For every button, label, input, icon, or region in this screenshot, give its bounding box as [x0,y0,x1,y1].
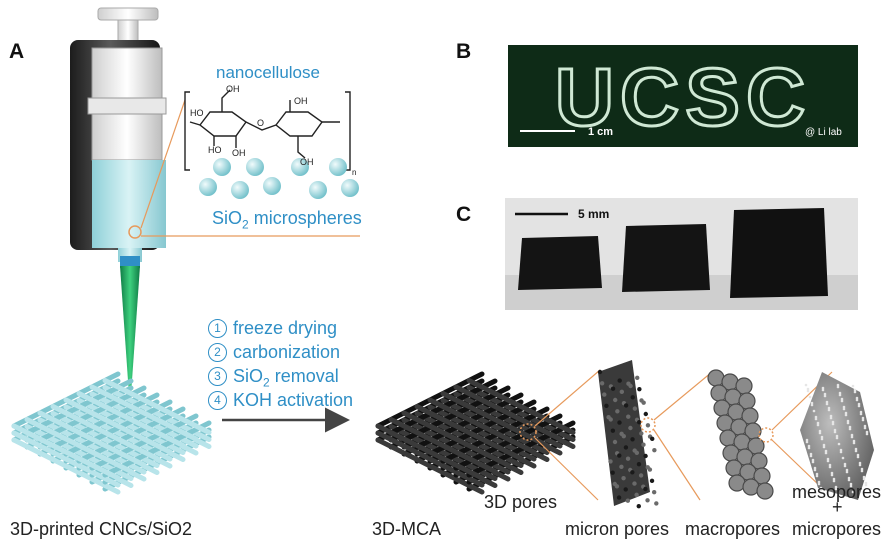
oh-label: OH [232,148,246,158]
caption-plus: + [832,497,843,517]
repeat-unit-n: n [352,168,357,177]
microsphere [291,158,309,176]
photo-b: UCSC 1 cm @ Li lab [508,45,858,147]
ucsc-printed-logo: UCSC [555,52,811,143]
microsphere [329,158,347,176]
macropore-sphere [756,482,774,500]
leader-line [534,369,601,427]
cellulose-structure [184,89,351,171]
sample-block-2 [622,224,710,292]
step-number-badge: 2 [208,343,227,362]
printed-lattice [11,371,212,495]
microspheres-label: SiO2 microspheres [212,208,362,232]
oh-label: OH [294,96,308,106]
leader-line [653,371,713,421]
zoom-marker [128,225,142,239]
caption-mesopores: mesopores [792,482,882,502]
caption-micron-pores: micron pores [565,519,670,539]
photo-credit: @ Li lab [805,127,842,138]
microsphere [246,158,264,176]
caption-3d-mca: 3D-MCA [372,519,442,539]
leader-line [140,99,186,229]
ho-label: HO [208,145,222,155]
panel-label-c: C [456,203,472,226]
microsphere [213,158,231,176]
syringe [70,7,167,268]
nanocellulose-label: nanocellulose [216,63,320,82]
mesopore-particle [800,372,874,500]
print-needle [120,266,140,395]
microsphere [341,179,359,197]
caption-micropores: micropores [792,519,882,539]
zoom-marker [519,423,537,441]
caption-printed: 3D-printed CNCs/SiO2 [10,519,193,539]
microsphere [263,177,281,195]
sample-block-1 [518,236,602,290]
ho-label: HO [190,108,204,118]
microsphere [309,181,327,199]
caption-3d-pores: 3D pores [484,492,558,512]
microsphere [231,181,249,199]
microspheres [199,158,359,199]
oh-label: OH [226,84,240,94]
step-number-badge: 1 [208,319,227,338]
panel-label-a: A [9,40,25,63]
scale-label: 5 mm [578,207,609,221]
micron-pore-strut [597,360,659,509]
zoom-marker [640,417,656,433]
oh-label: OH [300,157,314,167]
caption-macropores: macropores [685,519,781,539]
leader-line [534,437,599,501]
microsphere [199,178,217,196]
scale-label: 1 cm [588,126,613,138]
photo-c: 5 mm [505,198,858,310]
sample-block-3 [730,208,828,298]
step-number-badge: 3 [208,367,227,386]
panel-label-b: B [456,40,472,63]
zoom-marker [758,427,774,443]
leader-line [653,429,701,501]
macropore-cluster [707,369,774,500]
o-label: O [257,118,265,128]
carbon-aerogel-lattice [375,371,576,495]
leader-line [771,439,823,489]
step-number-badge: 4 [208,391,227,410]
